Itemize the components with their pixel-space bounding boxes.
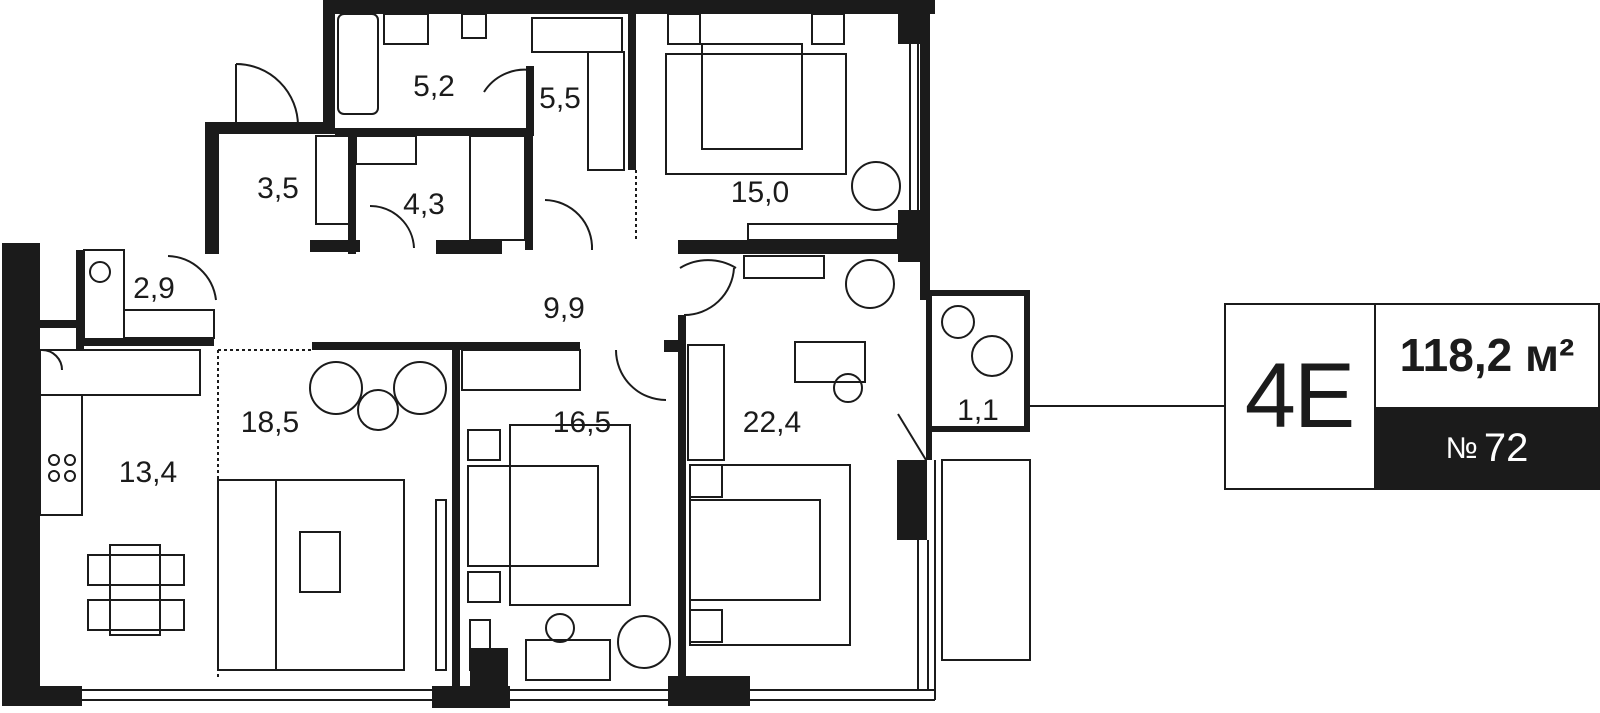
apartment-total-area: 118,2 м²	[1399, 329, 1575, 381]
room-labels: 5,2 5,5 15,0 3,5 4,3 2,9 9,9 13,4 18,5 1…	[119, 70, 999, 489]
apartment-type: 4E	[1244, 345, 1356, 447]
room-area-hallway: 9,9	[543, 292, 585, 325]
room-area-kitchen: 13,4	[119, 456, 177, 489]
apartment-number-prefix: №	[1445, 431, 1478, 465]
walls	[2, 0, 1030, 708]
room-area-bathroom-small: 4,3	[403, 188, 445, 221]
room-area-master-bedroom: 15,0	[731, 176, 789, 209]
room-area-wardrobe: 5,5	[539, 82, 581, 115]
room-area-laundry: 2,9	[133, 272, 175, 305]
thin-lines	[39, 13, 1224, 701]
apartment-info-box: 4E 118,2 м² № 72	[1224, 303, 1600, 490]
room-area-balcony: 1,1	[957, 394, 999, 427]
room-area-bedroom-large: 22,4	[743, 406, 801, 439]
room-area-living-room: 18,5	[241, 406, 299, 439]
apartment-number: № 72	[1376, 407, 1598, 490]
apartment-number-value: 72	[1483, 426, 1529, 470]
room-area-entry-closet: 3,5	[257, 172, 299, 205]
room-area-bedroom-middle: 16,5	[553, 406, 611, 439]
room-area-bathroom-main: 5,2	[413, 70, 455, 103]
